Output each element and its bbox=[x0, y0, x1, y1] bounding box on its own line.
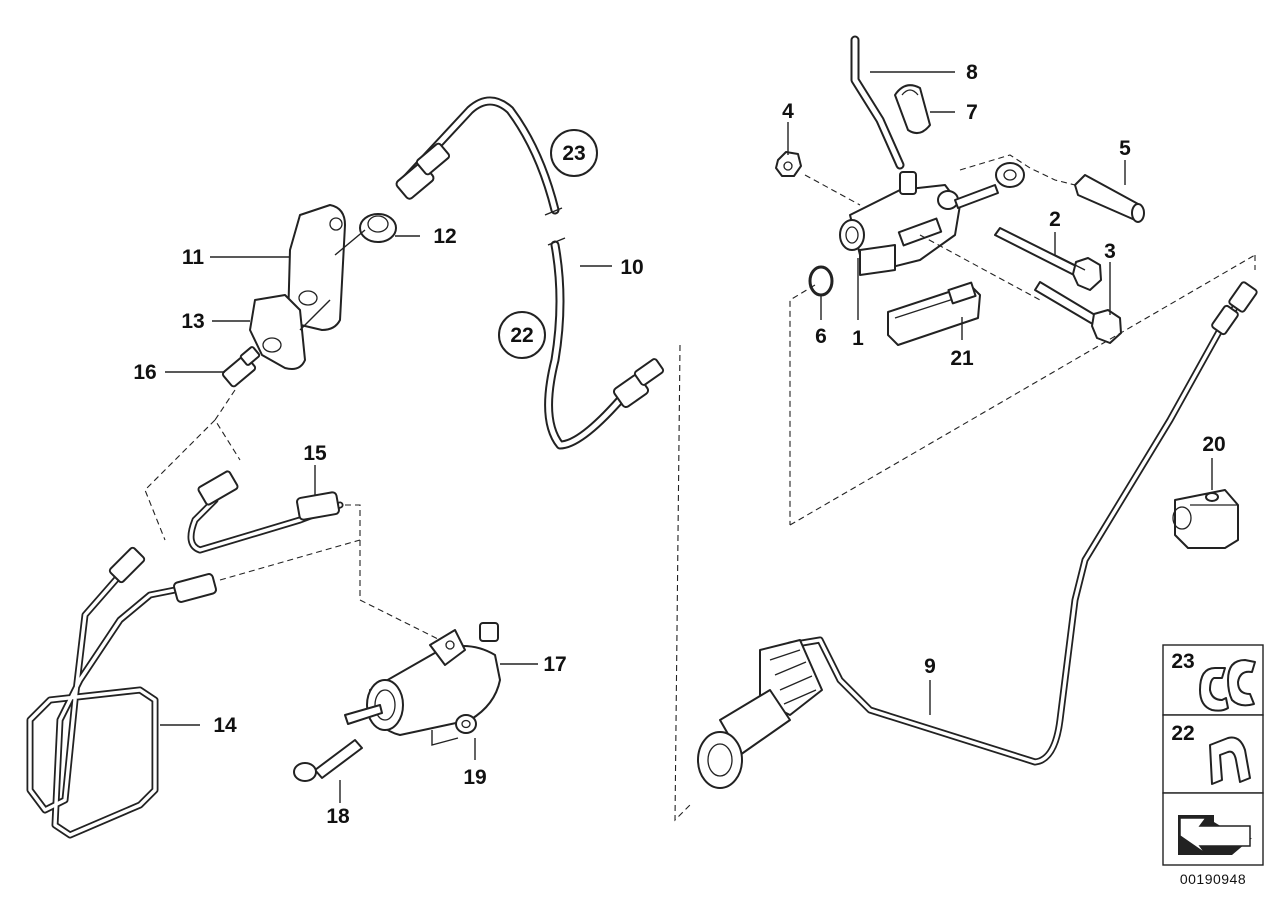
label-part-14: 14 bbox=[213, 714, 237, 737]
label-part-17: 17 bbox=[543, 653, 566, 676]
circled-number-22-text: 22 bbox=[510, 324, 533, 347]
sensor-21[interactable] bbox=[887, 281, 981, 346]
grommet-12[interactable] bbox=[359, 213, 397, 243]
fitting-16[interactable] bbox=[221, 346, 261, 388]
label-part-9: 9 bbox=[924, 655, 936, 678]
bracket-11[interactable] bbox=[287, 204, 346, 331]
nut-19[interactable] bbox=[455, 714, 477, 734]
reference-code: 00190948 bbox=[1180, 871, 1246, 887]
legend-box-arrow bbox=[1162, 792, 1264, 866]
label-part-1: 1 bbox=[852, 327, 864, 350]
label-part-10: 10 bbox=[620, 256, 643, 279]
label-part-20: 20 bbox=[1202, 433, 1225, 456]
label-part-21: 21 bbox=[950, 347, 974, 370]
slave-cylinder-17[interactable] bbox=[344, 622, 501, 736]
pin-5[interactable] bbox=[1074, 174, 1145, 223]
circlip-6[interactable] bbox=[808, 265, 834, 297]
label-part-6: 6 bbox=[815, 325, 827, 348]
label-part-7: 7 bbox=[966, 101, 978, 124]
label-part-4: 4 bbox=[782, 100, 794, 123]
push-rod[interactable] bbox=[954, 162, 1025, 209]
circled-number-23: 23 bbox=[550, 129, 598, 177]
rubber-bushing-20[interactable] bbox=[1172, 489, 1239, 549]
clutch-hose-upper[interactable] bbox=[395, 96, 665, 450]
label-part-3: 3 bbox=[1104, 240, 1116, 263]
legend-box-22: 22 bbox=[1162, 714, 1264, 794]
bracket-13[interactable] bbox=[249, 294, 306, 370]
label-part-5: 5 bbox=[1119, 137, 1131, 160]
label-part-16: 16 bbox=[133, 361, 156, 384]
legend-box-23: 23 bbox=[1162, 644, 1264, 716]
circled-number-22: 22 bbox=[498, 311, 546, 359]
label-part-12: 12 bbox=[433, 225, 456, 248]
bolt-18[interactable] bbox=[293, 739, 363, 782]
label-part-15: 15 bbox=[303, 442, 327, 465]
bolt-3[interactable] bbox=[1034, 281, 1122, 344]
label-part-8: 8 bbox=[966, 61, 978, 84]
clutch-pipe-9[interactable] bbox=[697, 281, 1258, 789]
label-part-2: 2 bbox=[1049, 208, 1061, 231]
bolt-2[interactable] bbox=[994, 227, 1102, 291]
clip-7[interactable] bbox=[894, 84, 931, 135]
label-part-19: 19 bbox=[463, 766, 486, 789]
label-part-13: 13 bbox=[181, 310, 204, 333]
clip-22-icon bbox=[1209, 736, 1251, 785]
legend-box-23-label: 23 bbox=[1171, 650, 1194, 673]
label-part-11: 11 bbox=[182, 246, 205, 269]
legend-box-22-label: 22 bbox=[1171, 722, 1194, 745]
master-cylinder-1[interactable] bbox=[839, 171, 961, 276]
clip-23-icon bbox=[1199, 667, 1229, 712]
clutch-pipe-14[interactable] bbox=[26, 546, 218, 839]
clutch-pipe-15[interactable] bbox=[187, 470, 344, 554]
label-part-18: 18 bbox=[326, 805, 350, 828]
circled-number-23-text: 23 bbox=[562, 142, 585, 165]
nut-4[interactable] bbox=[775, 151, 802, 177]
hose-8[interactable] bbox=[850, 35, 905, 170]
